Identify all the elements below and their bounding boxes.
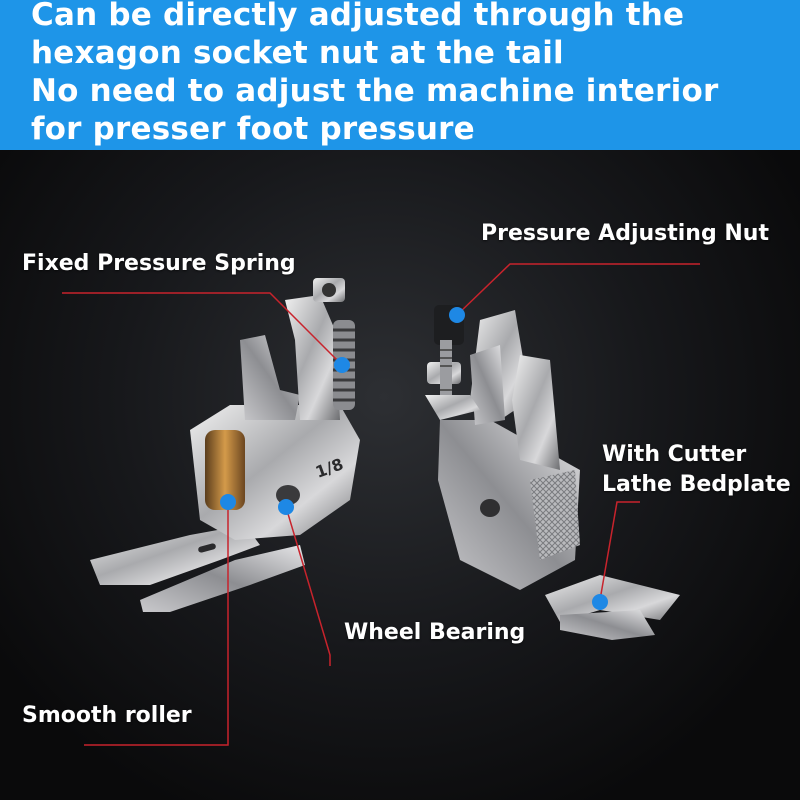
presser-feet-illustration: 1/8 [62,263,700,746]
label-with-cutter: With Cutter [602,442,747,467]
banner-line-3: No need to adjust the machine interior [31,73,719,109]
marker-spring [334,357,350,373]
banner-line-1: Can be directly adjusted through the [31,0,685,33]
label-pressure-adjusting-nut: Pressure Adjusting Nut [481,221,769,246]
label-smooth-roller: Smooth roller [22,703,192,728]
right-presser-foot [425,305,680,640]
header-banner: Can be directly adjusted through the hex… [0,0,800,150]
product-photo: 1/8 [0,150,800,800]
marker-bearing [278,499,294,515]
smooth-roller-part [205,430,245,510]
marker-nut [449,307,465,323]
banner-line-2: hexagon socket nut at the tail [31,35,564,71]
leader-lines [62,263,700,746]
lathe-bedplate-part [530,470,580,560]
label-fixed-pressure-spring: Fixed Pressure Spring [22,251,296,276]
label-wheel-bearing: Wheel Bearing [344,620,526,645]
left-presser-foot: 1/8 [90,278,360,612]
banner-line-4: for presser foot pressure [31,111,475,147]
label-lathe-bedplate: Lathe Bedplate [602,472,791,497]
callout-markers [220,307,608,610]
marker-roller [220,494,236,510]
marker-bedplate [592,594,608,610]
